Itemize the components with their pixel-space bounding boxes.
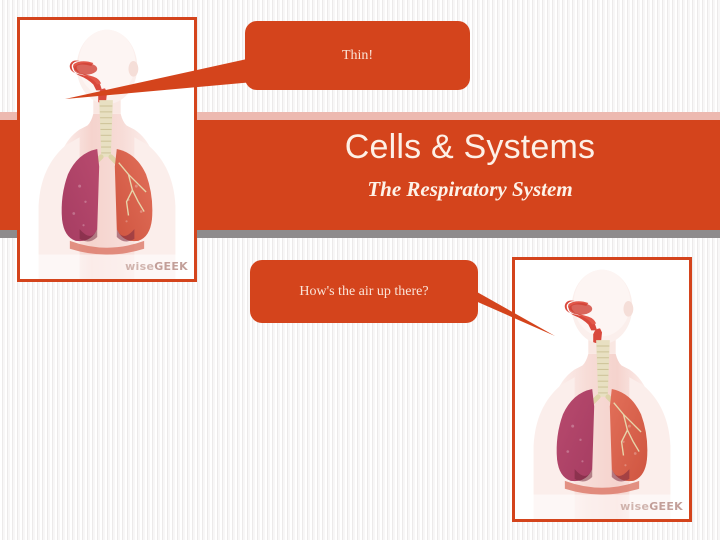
callout-air-text: How's the air up there? <box>299 283 429 299</box>
anatomy-svg-left <box>20 20 194 279</box>
callout-thin-tail <box>65 55 265 99</box>
respiratory-illustration-left <box>20 20 194 279</box>
slide-subtitle: The Respiratory System <box>367 177 573 201</box>
respiratory-illustration-right <box>515 260 689 519</box>
watermark-suffix: GEEK <box>154 260 188 273</box>
title-band-pink <box>0 112 720 120</box>
title-band-gray <box>0 230 720 238</box>
respiratory-image-right[interactable]: wiseGEEK <box>512 257 692 522</box>
watermark-suffix: GEEK <box>649 500 683 513</box>
watermark-prefix: wise <box>620 500 650 513</box>
slide-title: Cells & Systems <box>344 128 596 166</box>
callout-air-tail <box>455 292 555 336</box>
callout-thin-text: Thin! <box>341 47 374 63</box>
callout-air[interactable]: How's the air up there? <box>250 260 478 323</box>
title-block: Cells & Systems The Respiratory System <box>250 126 690 202</box>
respiratory-image-left[interactable]: wiseGEEK <box>17 17 197 282</box>
watermark-left: wiseGEEK <box>125 260 188 273</box>
watermark-prefix: wise <box>125 260 155 273</box>
anatomy-svg-right <box>515 260 689 519</box>
watermark-right: wiseGEEK <box>620 500 683 513</box>
callout-thin[interactable]: Thin! <box>245 21 470 90</box>
